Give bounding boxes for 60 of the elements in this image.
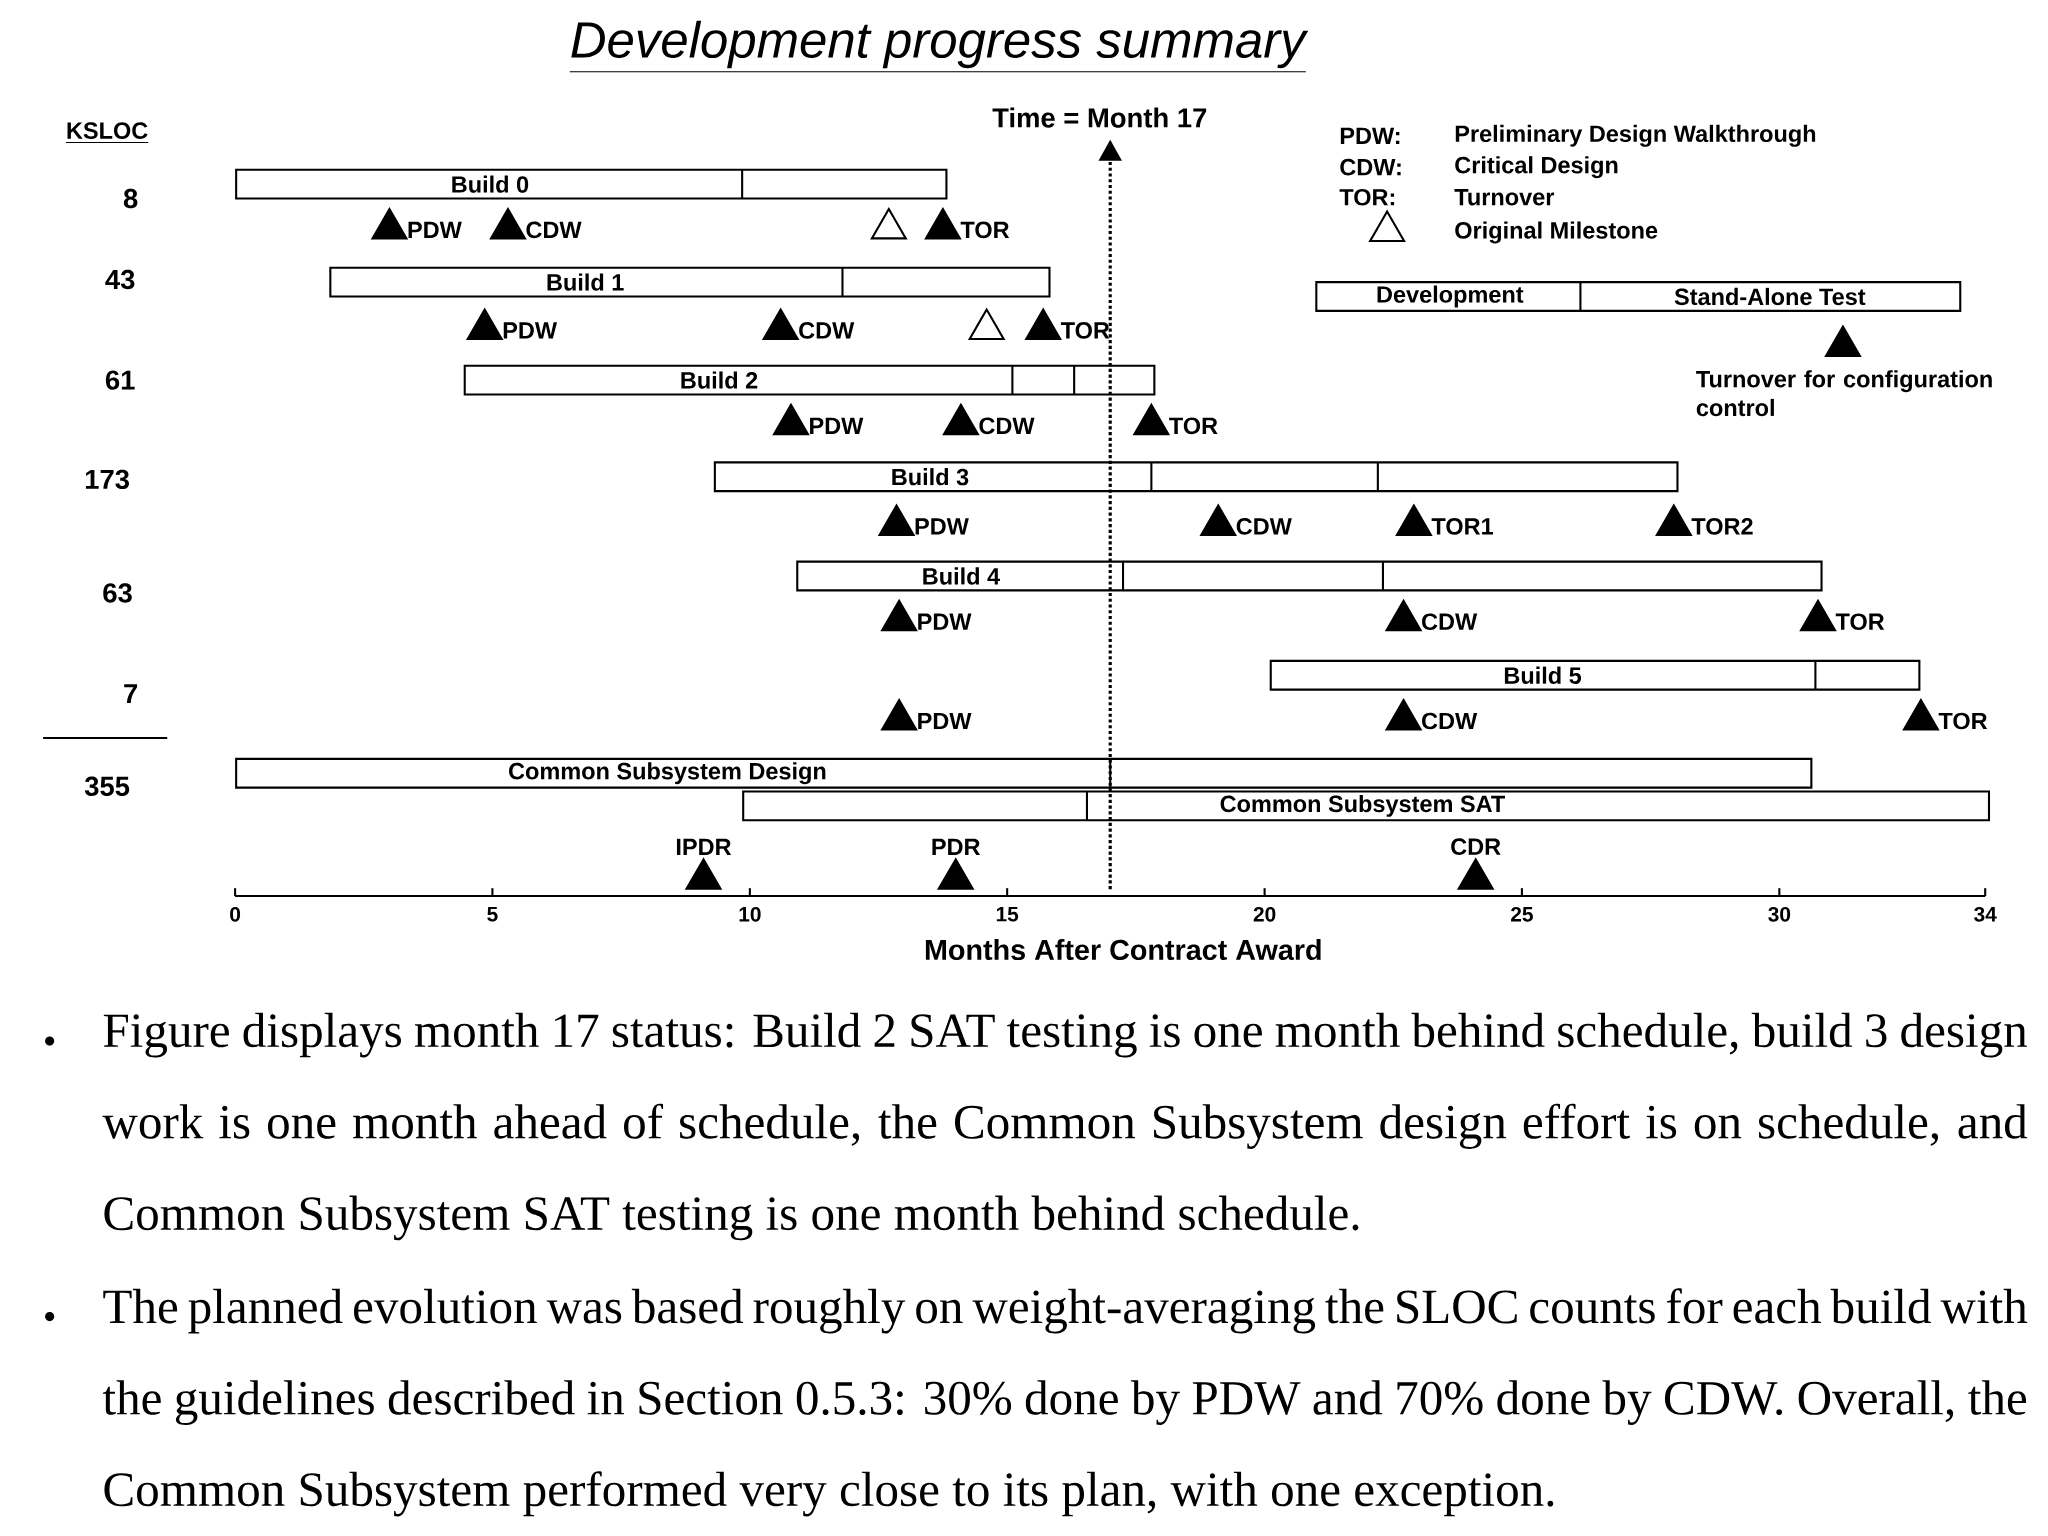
milestone-label: PDW (915, 518, 969, 535)
time-label: Time = Month 17 (992, 107, 1207, 128)
tick-label: 34 (1974, 906, 1997, 922)
schedule-bar: Development Stand-Alone Test (1315, 281, 1962, 312)
tick-label: 25 (1511, 906, 1533, 922)
axis-title: Months After Contract Award (925, 939, 1321, 961)
bullet-paragraph: Figure displays month 17 status: Build 2 SAT testing is one month behind schedule, build 3 design work is one month ahead of schedule, the Common Subsystem design effort is on schedule, and Common Subsystem SAT testing is one month behind schedule. (102, 1012, 2028, 1241)
milestone-label: PDW (408, 221, 462, 238)
schedule-bar: Build 5 (1269, 659, 1921, 691)
schedule-bar: Common Subsystem SAT (742, 790, 1991, 822)
tick-label: 5 (487, 907, 498, 922)
abbreviation-meaning: Critical Design (1455, 156, 1618, 179)
milestone-label: CDW (979, 417, 1035, 435)
schedule-bar: Build 2 (463, 364, 1156, 396)
title: Development progress summary (569, 20, 1309, 73)
ksloc-value: 355 (84, 776, 130, 797)
milestone-label: CDW (526, 221, 582, 239)
abbreviation-meaning: Turnover (1454, 189, 1555, 206)
legend-label: Original Milestone (1455, 221, 1658, 244)
milestone-label: CDW (1422, 712, 1478, 730)
tick-label: 0 (230, 906, 241, 922)
milestone-label: CDW (1422, 613, 1478, 631)
milestone-label: TOR (1169, 417, 1218, 435)
ksloc-value: 7 (124, 684, 138, 703)
schedule-bar: Build 1 (329, 266, 1051, 298)
milestone-label: PDW (810, 417, 864, 434)
bullet-paragraph: The planned evolution was based roughly on weight-averaging the SLOC counts for each build with the guidelines described in Section 0.5.3: 30% done by PDW and 70% done by CDW. Overall, the Common Subsystem performed very close to its plan, with one exception. (102, 1288, 2028, 1517)
milestone-label: IPDR (676, 838, 732, 855)
schedule-bar: Build 4 (796, 560, 1823, 592)
ksloc-value: 43 (105, 269, 135, 290)
tick-label: 10 (739, 906, 761, 922)
milestone-label: PDW (503, 322, 558, 339)
milestone-label: TOR (960, 221, 1010, 239)
schedule-bar: Build 3 (713, 461, 1679, 493)
tick-label: 20 (1253, 906, 1276, 922)
milestone-label: CDW (1236, 518, 1292, 535)
milestone-label: TOR (1835, 613, 1885, 631)
milestone-label: TOR1 (1431, 518, 1493, 535)
ksloc-value: 61 (105, 370, 135, 390)
abbreviation: PDW: (1340, 127, 1400, 144)
schedule-bar: Common Subsystem Design (235, 757, 1813, 789)
milestone-label: CDR (1451, 838, 1501, 855)
abbreviation: CDW: (1340, 158, 1401, 176)
abbreviation: TOR: (1339, 188, 1395, 206)
milestone-label: PDW (918, 712, 972, 730)
ksloc-value: 173 (85, 469, 129, 490)
milestone-label: TOR (1060, 322, 1110, 339)
milestone-label: PDW (918, 613, 972, 630)
schedule-bar: Build 0 (235, 168, 948, 200)
tick-label: 15 (996, 907, 1019, 922)
axis-heading: KSLOC (65, 122, 149, 144)
tick-label: 30 (1768, 906, 1791, 922)
milestone-label: TOR (1938, 712, 1988, 730)
milestone-label: TOR2 (1691, 518, 1753, 535)
abbreviation-meaning: Preliminary Design Walkthrough (1455, 124, 1816, 147)
milestone-label: PDR (932, 838, 981, 855)
ksloc-value: 8 (123, 188, 138, 209)
milestone-label: CDW (799, 322, 855, 339)
milestone-label: Turnover for configuration control (1696, 370, 1992, 417)
ksloc-value: 63 (103, 583, 132, 603)
